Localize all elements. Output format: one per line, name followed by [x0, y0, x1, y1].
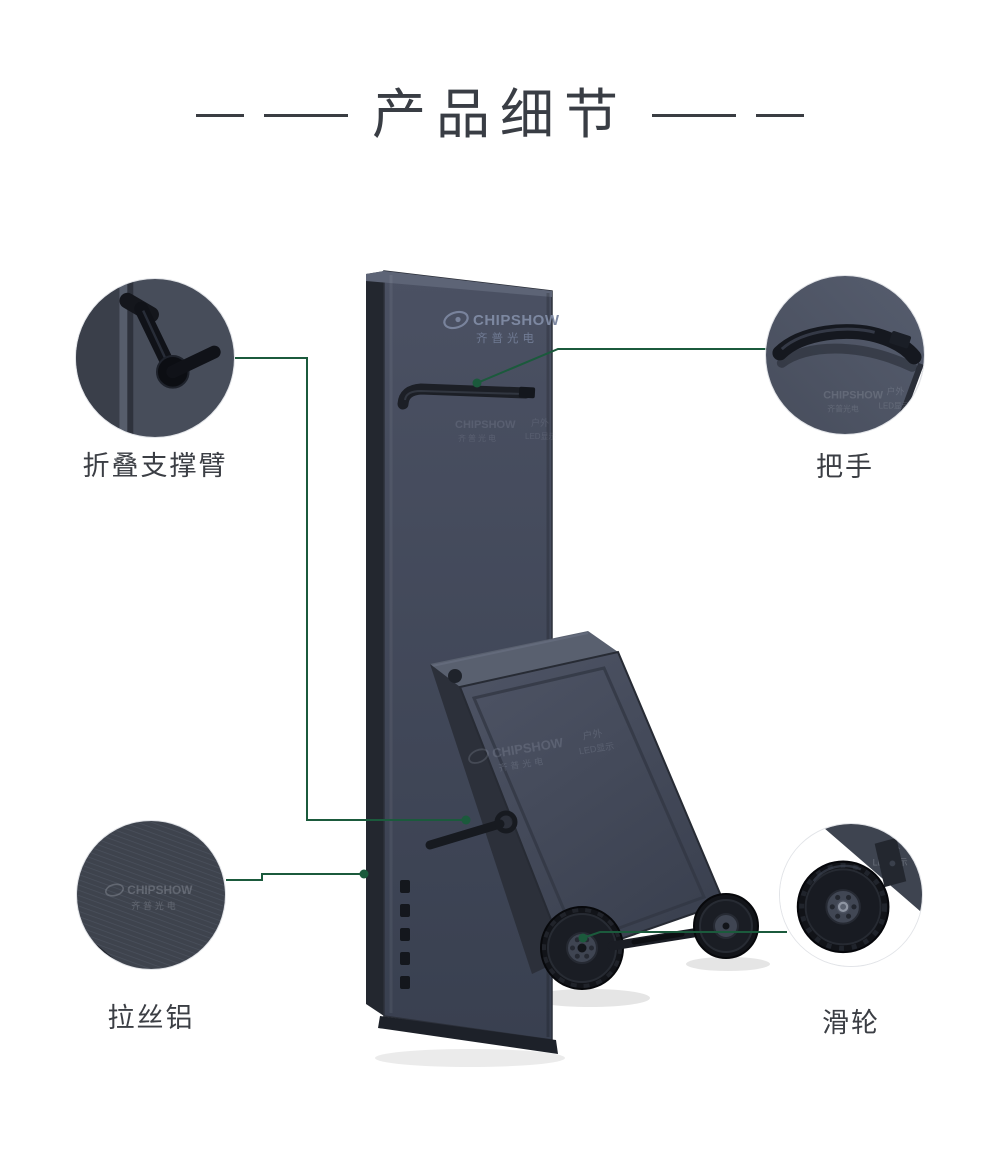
page-title: 产品细节: [372, 85, 628, 145]
callout-label-folding-arm: 折叠支撑臂: [82, 451, 228, 481]
leader-dot-folding-arm: [461, 815, 471, 825]
callout-brushed-aluminum: CHIPSHOW 齐普光电 拉丝铝: [76, 820, 226, 1035]
leader-line-brushed-aluminum: [226, 873, 364, 881]
panel-brand-logo: CHIPSHOW 齐普光电: [443, 310, 560, 345]
leader-dot-brushed-aluminum: [359, 869, 369, 879]
folding-support-arm: [425, 810, 518, 850]
svg-text:户外: 户外: [582, 727, 604, 743]
section-title-row: 产品细节: [0, 85, 1000, 145]
svg-text:LED显示: LED显示: [578, 741, 615, 756]
callout-folding-arm: 折叠支撑臂: [75, 278, 235, 483]
title-dash-left-inner: [264, 114, 348, 118]
callout-label-brushed-aluminum: 拉丝铝: [107, 1003, 195, 1033]
brand-name-text: CHIPSHOW: [473, 312, 560, 329]
svg-text:齐普光电: 齐普光电: [131, 900, 178, 911]
svg-text:LED显示: LED显示: [879, 401, 910, 410]
title-dash-right-inner: [652, 114, 736, 118]
folding-arm-mechanism: [119, 292, 221, 389]
display-panel: [366, 270, 558, 1054]
leader-dot-handle: [472, 378, 482, 388]
title-dash-right-outer: [756, 114, 804, 118]
svg-text:齐普光电: 齐普光电: [458, 433, 498, 443]
brushed-detail-watermark: CHIPSHOW 齐普光电: [105, 883, 193, 911]
svg-text:齐普光电: 齐普光电: [498, 755, 547, 773]
callout-wheel: 户外 LED显示: [779, 823, 923, 1040]
svg-text:CHIPSHOW: CHIPSHOW: [455, 419, 516, 431]
handle-detail-watermark: CHIPSHOW 齐普光电 户外 LED显示: [823, 386, 910, 414]
wheel-closeup: [796, 860, 890, 954]
svg-text:CHIPSHOW: CHIPSHOW: [127, 883, 193, 897]
handle-detail: CHIPSHOW 齐普光电 户外 LED显示: [766, 276, 924, 434]
wheel-left: [540, 906, 624, 990]
axle-handle: [607, 925, 717, 951]
callout-label-wheel: 滑轮: [822, 1008, 880, 1038]
panel-handle: [397, 383, 536, 410]
wheel-detail: 户外 LED显示: [780, 824, 922, 966]
brushed-texture: [77, 821, 225, 969]
callout-handle: CHIPSHOW 齐普光电 户外 LED显示 把手: [765, 275, 925, 484]
callout-folding-arm-photo: [75, 278, 235, 438]
svg-text:CHIPSHOW: CHIPSHOW: [491, 735, 565, 761]
panel-watermark: CHIPSHOW 齐普光电 户外 LED显示: [455, 417, 557, 443]
leader-line-wheel: [582, 931, 787, 939]
hinge-pin: [448, 669, 462, 683]
svg-text:户外: 户外: [531, 417, 549, 428]
callout-wheel-photo: 户外 LED显示: [779, 823, 923, 967]
cabinet-watermark: CHIPSHOW 齐普光电 户外 LED显示: [468, 727, 615, 773]
leader-line-handle: [476, 348, 767, 384]
ground-shadows: [375, 957, 770, 1067]
folding-arm-detail: [76, 279, 234, 437]
svg-text:户外: 户外: [886, 386, 904, 397]
leader-dot-wheel: [578, 933, 588, 943]
folded-cabinet: [430, 631, 726, 974]
wheel-right: [693, 893, 759, 959]
vent-holes: [400, 880, 410, 989]
callout-label-handle: 把手: [816, 452, 874, 482]
svg-text:LED显示: LED显示: [525, 432, 557, 441]
callout-brushed-aluminum-photo: CHIPSHOW 齐普光电: [76, 820, 226, 970]
handle-bar: [772, 324, 922, 372]
brushed-aluminum-detail: CHIPSHOW 齐普光电: [77, 821, 225, 969]
callout-handle-photo: CHIPSHOW 齐普光电 户外 LED显示: [765, 275, 925, 435]
base-plate: [378, 1016, 558, 1054]
brand-name-cn-text: 齐普光电: [476, 331, 538, 345]
brand-eye-icon: [443, 310, 469, 330]
leader-line-folding-arm: [234, 357, 466, 821]
title-dash-left-outer: [196, 114, 244, 118]
svg-text:CHIPSHOW: CHIPSHOW: [823, 389, 883, 401]
svg-text:齐普光电: 齐普光电: [827, 403, 859, 413]
